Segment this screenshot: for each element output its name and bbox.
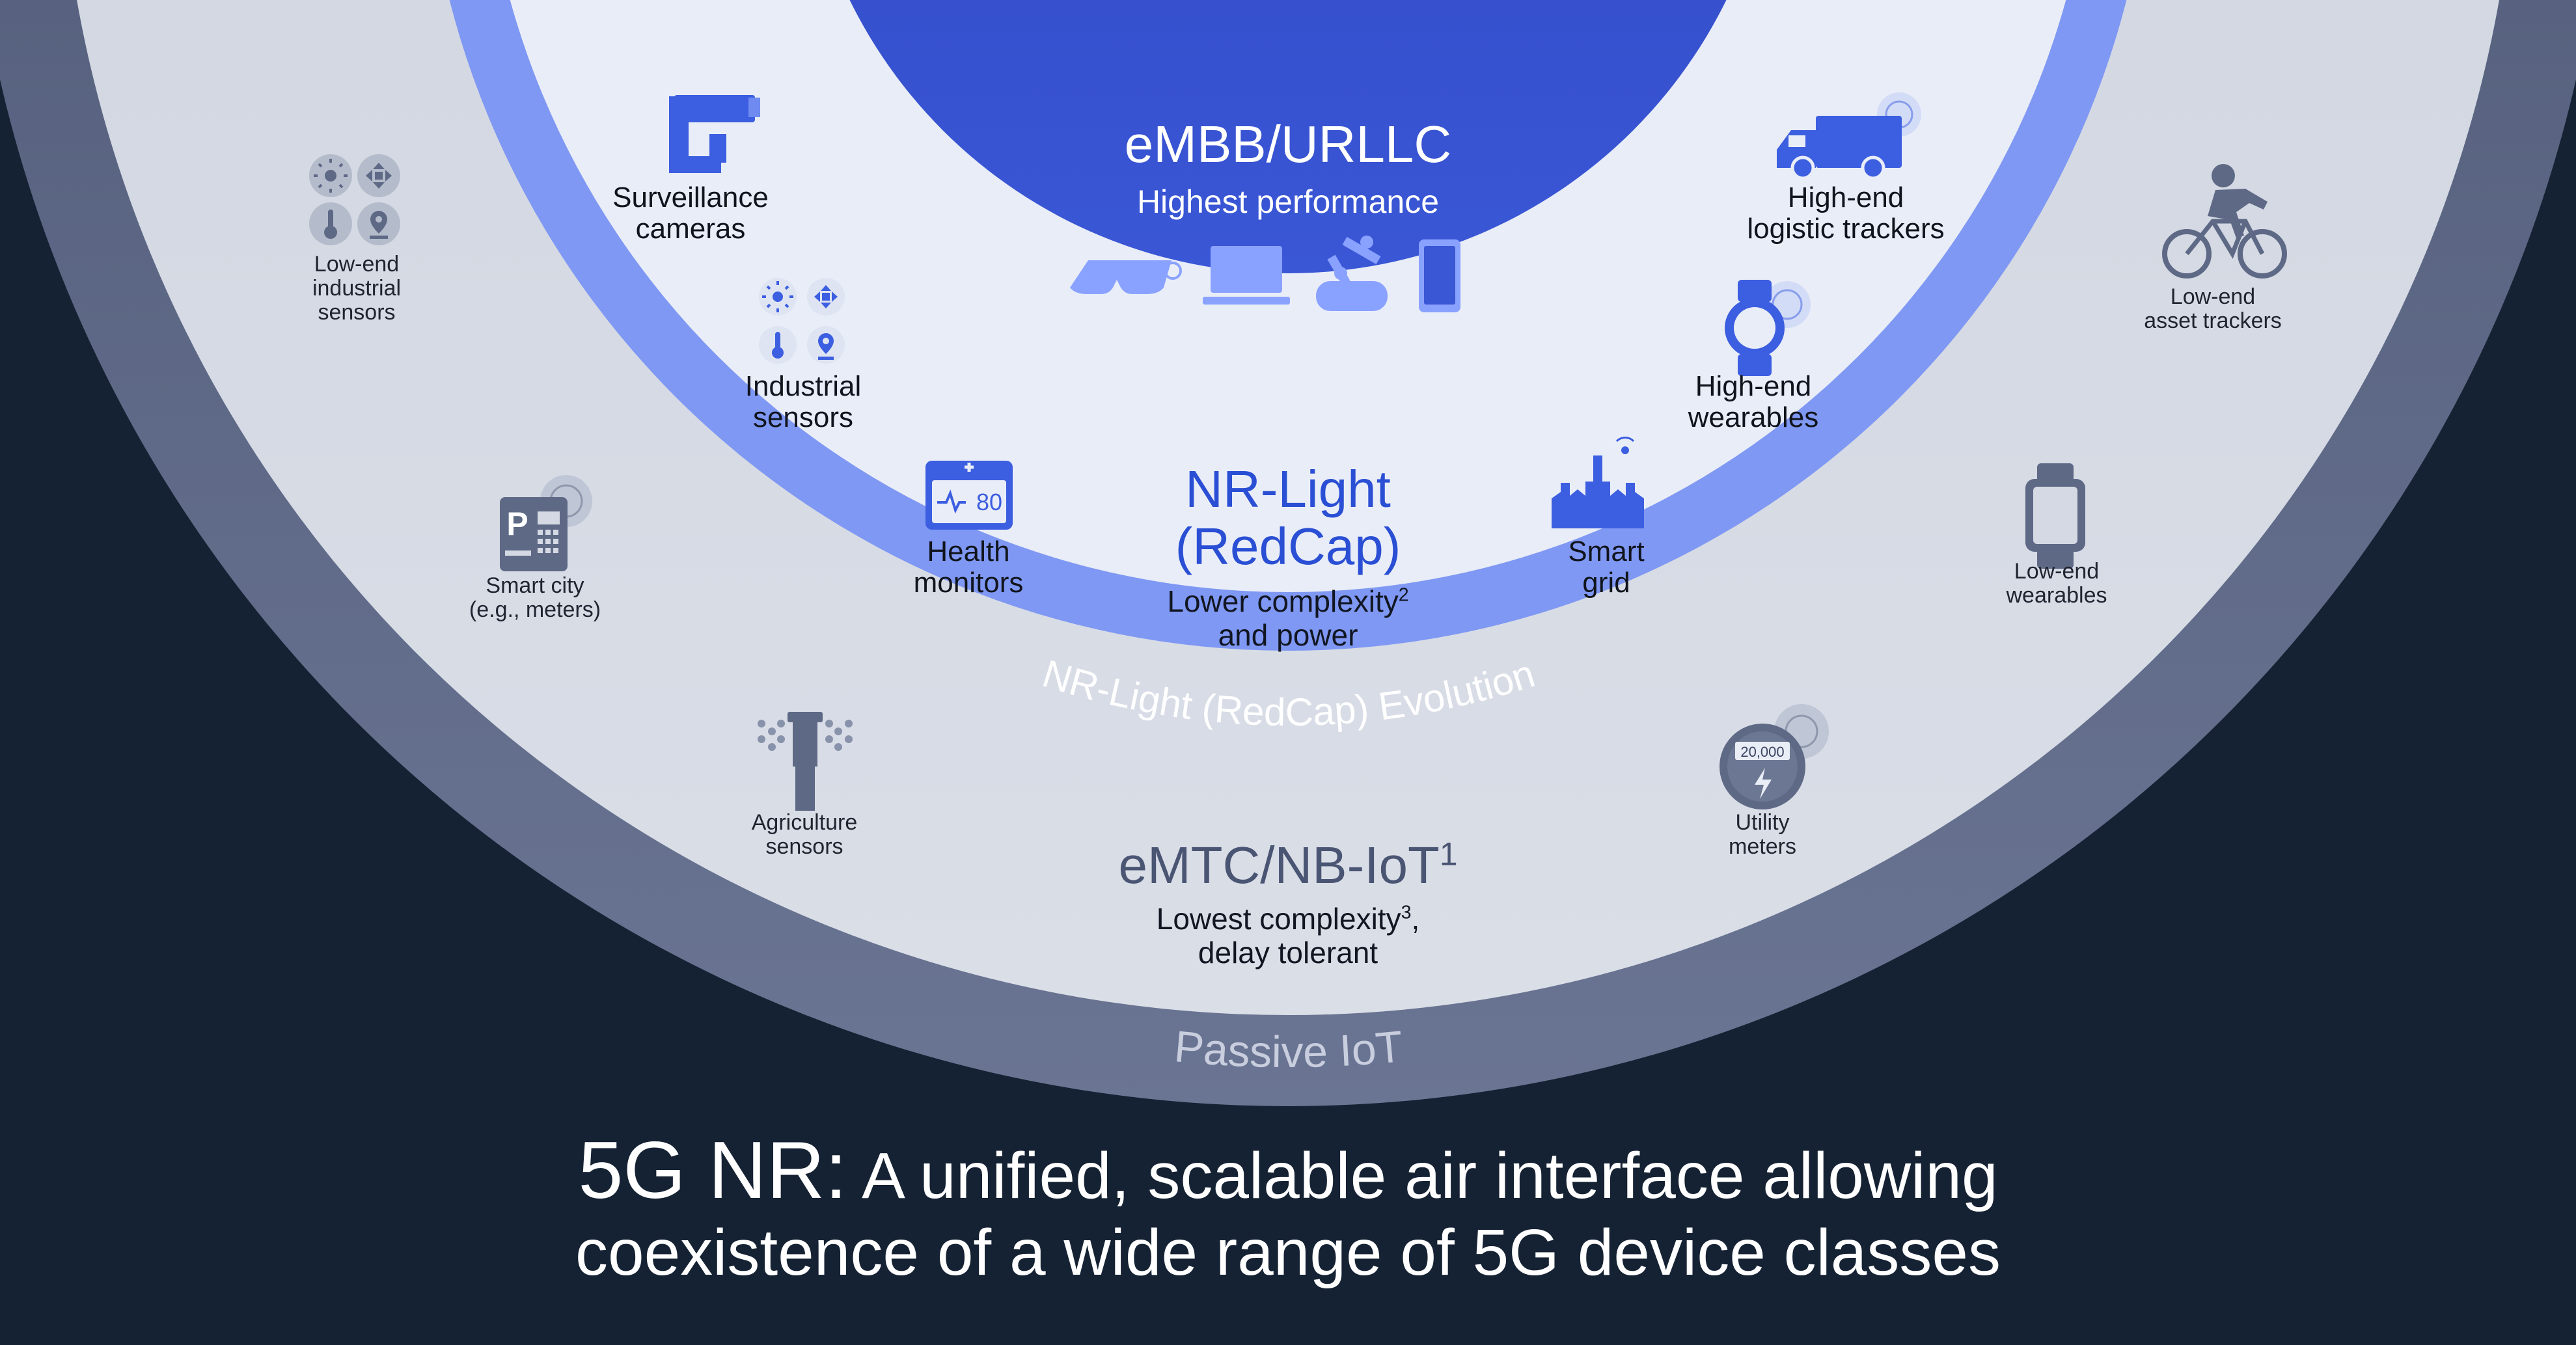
low-end-industrial-sensors-icon bbox=[309, 154, 400, 245]
high-end-wearables-label: High-end wearables bbox=[1688, 371, 1819, 433]
footer-line1: 5G NR: A unified, scalable air interface… bbox=[0, 1130, 2576, 1214]
smart-city-label: Smart city (e.g., meters) bbox=[469, 574, 601, 622]
bicycle-rider-icon bbox=[2162, 164, 2287, 279]
emtc-nbiot-subtitle-line2: delay tolerant bbox=[1198, 936, 1378, 970]
health-monitors-line1: Health bbox=[927, 536, 1010, 567]
high-end-logistic-trackers-line1: High-end bbox=[1787, 182, 1904, 213]
low-end-asset-trackers-line2: asset trackers bbox=[2144, 308, 2282, 333]
nr-light-title: NR-Light (RedCap) bbox=[1175, 461, 1401, 575]
low-end-wearables-line2: wearables bbox=[2006, 583, 2107, 608]
footer-lead: 5G NR: bbox=[578, 1126, 847, 1216]
industrial-sensors-icon bbox=[759, 278, 845, 364]
nr-light-area bbox=[510, 0, 2066, 592]
svg-text:P: P bbox=[506, 506, 528, 542]
smart-grid-icon bbox=[1552, 437, 1644, 528]
surveillance-cameras-label: Surveillance cameras bbox=[612, 182, 769, 245]
low-end-wearables-label: Low-end wearables bbox=[2007, 560, 2107, 608]
basic-watch-icon bbox=[2025, 463, 2085, 569]
health-monitors-label: Health monitors bbox=[914, 536, 1024, 599]
nr-light-title-line2: (RedCap) bbox=[1175, 517, 1401, 575]
industrial-sensors-label: Industrial sensors bbox=[745, 371, 862, 433]
smart-grid-line2: grid bbox=[1582, 567, 1630, 599]
surveillance-cameras-line1: Surveillance bbox=[612, 182, 769, 213]
agriculture-sensors-label: Agriculture sensors bbox=[752, 811, 858, 859]
footer-line2: coexistence of a wide range of 5G device… bbox=[575, 1216, 2001, 1289]
footer-title: 5G NR: A unified, scalable air interface… bbox=[0, 1130, 2576, 1291]
low-end-industrial-sensors-line3: sensors bbox=[318, 300, 396, 325]
agriculture-sensors-line1: Agriculture bbox=[751, 810, 858, 835]
high-end-wearables-line1: High-end bbox=[1695, 370, 1812, 402]
low-end-asset-trackers-label: Low-end asset trackers bbox=[2144, 285, 2282, 333]
embb-urllc-title: eMBB/URLLC bbox=[1124, 115, 1452, 173]
laptop-icon bbox=[1203, 246, 1290, 305]
smart-grid-label: Smart grid bbox=[1568, 536, 1644, 599]
emtc-nbiot-subtitle: Lowest complexity3, delay tolerant bbox=[1157, 902, 1419, 970]
utility-meters-line1: Utility bbox=[1735, 810, 1790, 835]
low-end-industrial-sensors-line2: industrial bbox=[312, 276, 402, 301]
footer-line1-rest: A unified, scalable air interface allowi… bbox=[862, 1139, 1998, 1212]
smart-city-line1: Smart city bbox=[486, 573, 584, 598]
high-end-logistic-trackers-line2: logistic trackers bbox=[1747, 213, 1945, 245]
emtc-nbiot-title: eMTC/NB-IoT1 bbox=[1118, 836, 1458, 894]
low-end-industrial-sensors-label: Low-end industrial sensors bbox=[312, 252, 401, 325]
emtc-nbiot-subtitle-line1: Lowest complexity3, bbox=[1156, 902, 1420, 936]
industrial-sensors-line1: Industrial bbox=[745, 370, 862, 402]
agriculture-sensor-icon bbox=[758, 712, 853, 811]
utility-meters-label: Utility meters bbox=[1729, 811, 1796, 859]
agriculture-sensors-line2: sensors bbox=[765, 834, 843, 859]
security-camera-icon bbox=[669, 95, 760, 173]
passive-iot-label: Passive IoT bbox=[1172, 1022, 1404, 1077]
svg-text:80: 80 bbox=[976, 489, 1002, 515]
smart-glasses-icon bbox=[1070, 260, 1182, 294]
high-end-logistic-trackers-label: High-end logistic trackers bbox=[1747, 182, 1944, 245]
smart-grid-line1: Smart bbox=[1568, 536, 1645, 567]
svg-text:20,000: 20,000 bbox=[1740, 744, 1784, 760]
nr-light-title-line1: NR-Light bbox=[1185, 460, 1391, 518]
low-end-industrial-sensors-line1: Low-end bbox=[314, 252, 400, 277]
nr-light-subtitle-line2: and power bbox=[1218, 618, 1358, 652]
nr-light-subtitle-line1: Lower complexity2 bbox=[1167, 584, 1409, 618]
delivery-truck-icon bbox=[1777, 92, 1921, 180]
parking-meter-icon: P bbox=[500, 475, 592, 571]
industrial-sensors-line2: sensors bbox=[752, 401, 854, 433]
low-end-wearables-line1: Low-end bbox=[2014, 559, 2100, 584]
high-end-wearables-line2: wearables bbox=[1688, 401, 1819, 433]
low-end-asset-trackers-line1: Low-end bbox=[2170, 284, 2256, 309]
robot-arm-icon bbox=[1316, 236, 1388, 311]
health-monitor-icon: 80 bbox=[925, 461, 1013, 530]
utility-meter-icon: 20,000 bbox=[1720, 704, 1829, 809]
surveillance-cameras-line2: cameras bbox=[635, 213, 746, 245]
health-monitors-line2: monitors bbox=[913, 567, 1024, 599]
smartwatch-icon bbox=[1725, 280, 1811, 376]
embb-core bbox=[849, 0, 1727, 273]
smartphone-icon bbox=[1419, 239, 1460, 312]
nr-light-subtitle: Lower complexity2 and power bbox=[1167, 584, 1408, 652]
smart-city-line2: (e.g., meters) bbox=[469, 597, 601, 622]
utility-meters-line2: meters bbox=[1729, 834, 1796, 859]
embb-urllc-subtitle: Highest performance bbox=[1136, 183, 1440, 220]
